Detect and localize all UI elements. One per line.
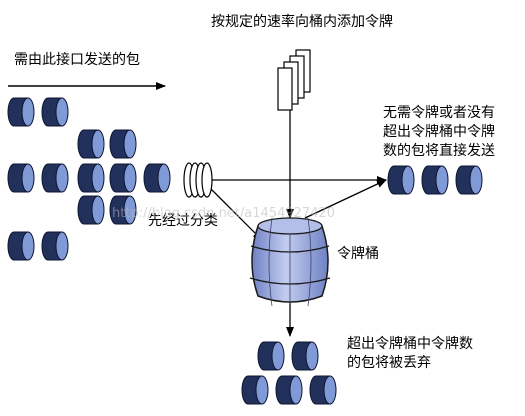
incoming-packets	[7, 97, 171, 261]
packet-icon	[41, 231, 69, 261]
packet-icon	[143, 163, 171, 193]
bucket-label: 令牌桶	[337, 246, 379, 262]
packet-icon	[257, 341, 285, 371]
dropped-label-line2: 的包将被丢弃	[347, 355, 431, 371]
packet-icon	[41, 163, 69, 193]
dropped-packets	[241, 341, 337, 405]
packet-icon	[291, 341, 319, 371]
packet-icon	[421, 165, 449, 195]
packet-icon	[109, 195, 137, 225]
bypass-packets	[387, 165, 483, 195]
bucket-icon	[249, 217, 331, 307]
incoming-packets-label: 需由此接口发送的包	[14, 52, 140, 68]
packet-icon	[241, 375, 269, 405]
token-stack-icon	[277, 49, 311, 111]
bypass-label-line2: 超出令牌桶中令牌	[383, 124, 495, 140]
packet-icon	[77, 163, 105, 193]
bucket-to-bypass-line	[304, 179, 387, 219]
token-rate-label: 按规定的速率向桶内添加令牌	[211, 14, 393, 30]
packet-icon	[387, 165, 415, 195]
bypass-label-line3: 数的包将直接发送	[383, 143, 495, 159]
packet-icon	[7, 163, 35, 193]
packet-icon	[309, 375, 337, 405]
packets-layer	[7, 97, 483, 405]
packet-icon	[7, 231, 35, 261]
packet-icon	[77, 129, 105, 159]
classifier-rings-icon	[183, 162, 213, 198]
packet-icon	[275, 375, 303, 405]
flow-line-to-bucket	[205, 183, 263, 241]
bypass-label-line1: 无需令牌或者没有	[383, 105, 495, 121]
dropped-label-line1: 超出令牌桶中令牌数	[347, 336, 473, 352]
packet-icon	[109, 163, 137, 193]
classify-label: 先经过分类	[148, 213, 218, 229]
packet-icon	[455, 165, 483, 195]
watermark: http://blog.csdn.net/a1454927420	[112, 206, 335, 221]
packet-icon	[7, 97, 35, 127]
packet-icon	[109, 129, 137, 159]
packet-icon	[77, 195, 105, 225]
packet-icon	[41, 97, 69, 127]
